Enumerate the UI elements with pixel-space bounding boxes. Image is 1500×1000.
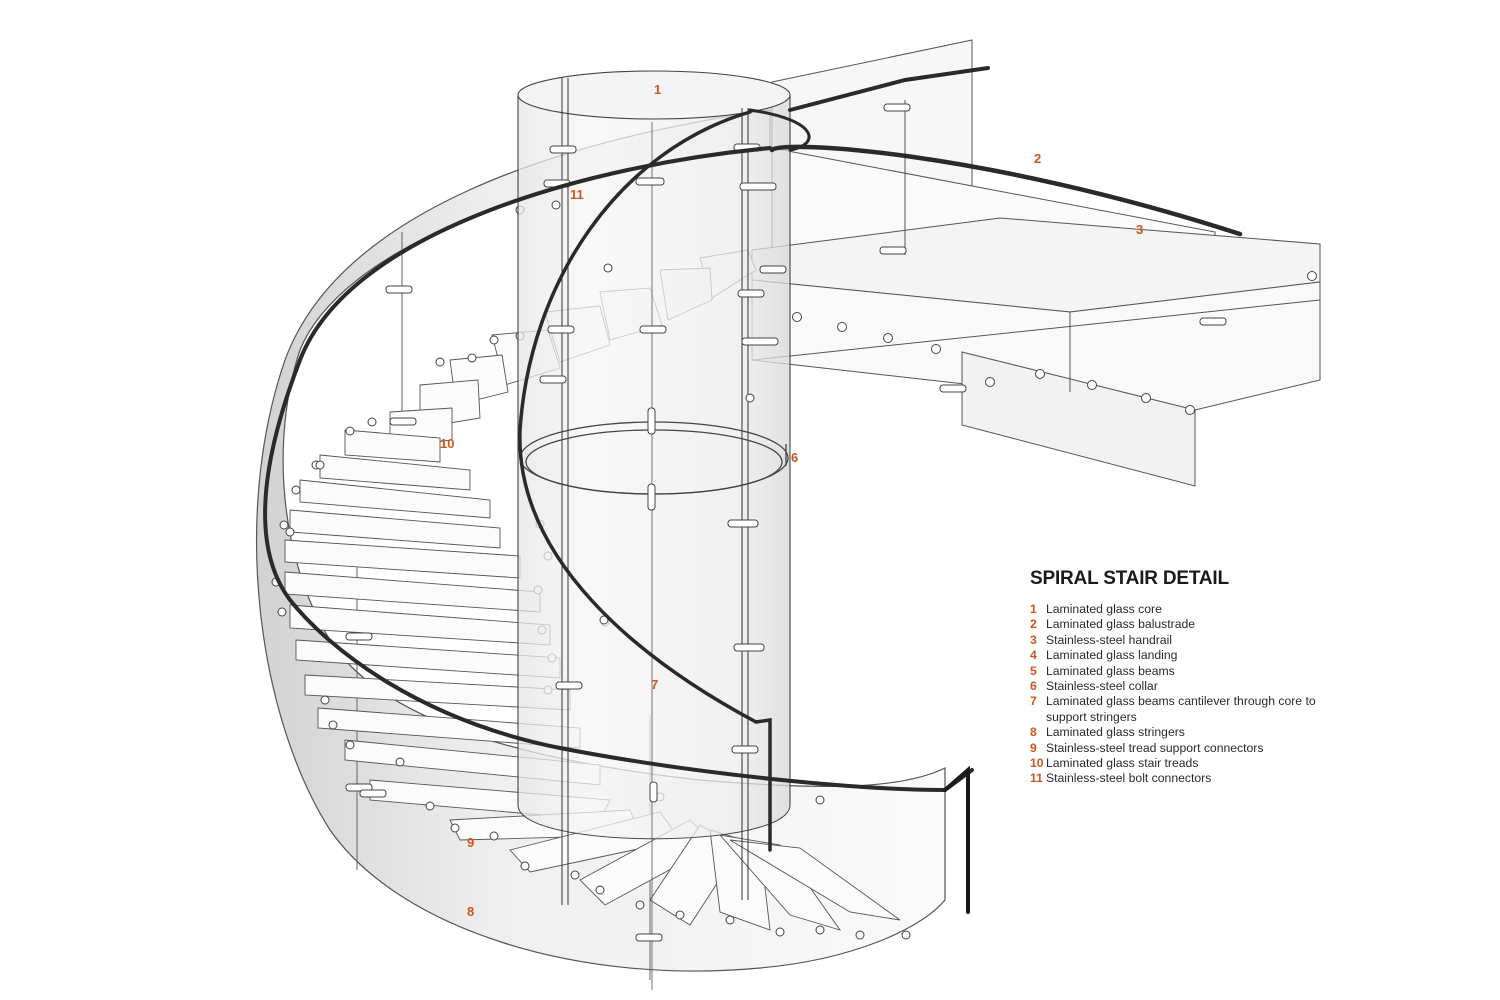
handrail <box>263 66 1243 914</box>
legend-item: 1 Laminated glass core <box>1030 602 1330 617</box>
legend-item-text: Laminated glass beams <box>1046 663 1175 678</box>
callouts: 1 2 3 6 7 8 9 10 11 <box>440 82 1143 919</box>
callout-7: 7 <box>651 677 658 692</box>
legend-list: 1 Laminated glass core 2 Laminated glass ba… <box>1030 602 1330 787</box>
legend-item-text: Stainless-steel handrail <box>1046 632 1173 647</box>
legend-item: 8 Laminated glass stringers <box>1030 725 1330 740</box>
legend-item-number: 3 <box>1030 632 1037 647</box>
tread-connectors <box>271 205 911 940</box>
landing-balustrade <box>751 39 1321 487</box>
legend-item-number: 9 <box>1030 740 1037 755</box>
legend-item-number: 1 <box>1030 602 1037 616</box>
legend-item: 6 Stainless-steel collar <box>1030 679 1330 694</box>
legend-item-number: 6 <box>1030 679 1037 694</box>
callout-11: 11 <box>570 187 584 202</box>
legend-item-number: 7 <box>1030 694 1037 709</box>
legend-item-number: 5 <box>1030 663 1037 678</box>
core-bolt-connectors <box>345 143 787 942</box>
legend-item-number: 11 <box>1030 771 1043 786</box>
legend-item-text: Laminated glass landing <box>1046 648 1178 663</box>
legend-item-text: Laminated glass balustrade <box>1046 617 1196 632</box>
legend-item-number: 4 <box>1030 648 1037 663</box>
legend-item-text: Stainless-steel collar <box>1046 679 1158 694</box>
landing-bolts <box>792 103 1317 415</box>
callout-2: 2 <box>1034 151 1041 166</box>
legend-item-text: Laminated glass stair treads <box>1046 756 1199 771</box>
legend-item: 3 Stainless-steel handrail <box>1030 633 1330 648</box>
legend-item-text: Laminated glass core <box>1046 602 1162 616</box>
legend-item-number: 8 <box>1030 725 1037 740</box>
legend-title: SPIRAL STAIR DETAIL <box>1030 568 1229 589</box>
legend-item: 2 Laminated glass balustrade <box>1030 617 1330 632</box>
legend-item: 5 Laminated glass beams <box>1030 664 1330 679</box>
legend-item: 7 Laminated glass beams cantilever throug… <box>1030 694 1330 725</box>
legend-item-text: Stainless-steel bolt connectors <box>1046 771 1212 786</box>
callout-8: 8 <box>467 904 474 919</box>
legend-item-text: Stainless-steel tread support connectors <box>1046 740 1264 755</box>
legend-item: 9 Stainless-steel tread support connector… <box>1030 741 1330 756</box>
callout-1: 1 <box>654 82 661 97</box>
legend-item-text: Laminated glass stringers <box>1046 725 1185 740</box>
legend-item: 4 Laminated glass landing <box>1030 648 1330 663</box>
legend-item-text: Laminated glass beams cantilever through… <box>1046 694 1316 724</box>
glass-core <box>517 70 791 990</box>
legend-item-number: 2 <box>1030 617 1037 632</box>
callout-10: 10 <box>440 436 454 451</box>
legend-item-number: 10 <box>1030 756 1044 771</box>
callout-9: 9 <box>467 835 474 850</box>
callout-6: 6 <box>791 450 798 465</box>
legend: SPIRAL STAIR DETAIL 1 Laminated glass cor… <box>1030 568 1330 787</box>
callout-3: 3 <box>1136 222 1143 237</box>
